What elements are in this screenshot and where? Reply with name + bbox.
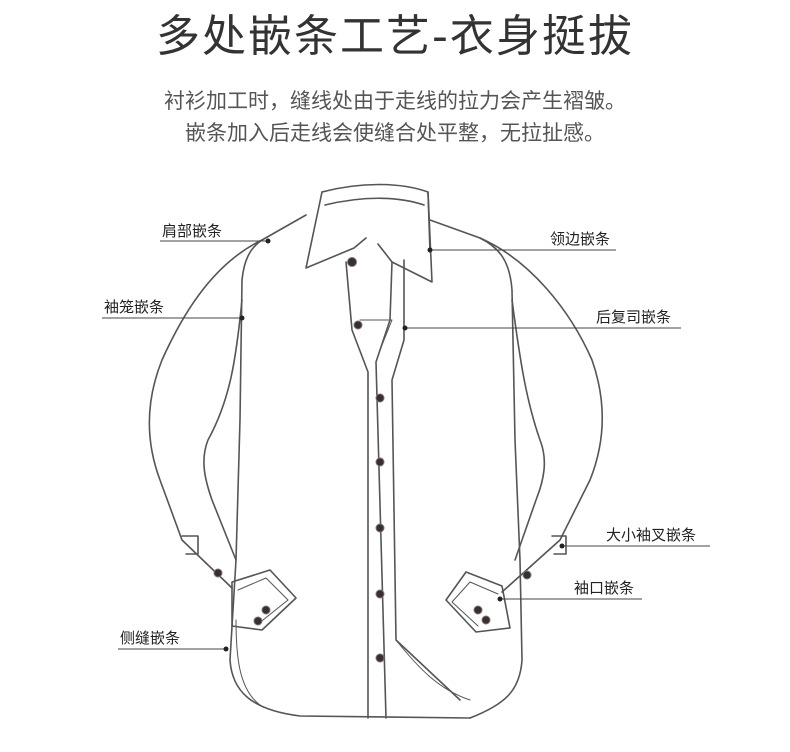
leader-lines <box>102 238 710 652</box>
leader-sleeve-placket-dot <box>559 543 565 549</box>
right-placket <box>551 535 567 555</box>
placket-right-edge <box>375 261 393 719</box>
button-3 <box>375 457 385 467</box>
left-placket <box>181 535 199 555</box>
front-right-edge <box>391 259 461 701</box>
left-sleeve-outer <box>148 239 263 589</box>
button-left-cuff-2 <box>253 616 263 626</box>
buttons <box>213 257 532 663</box>
label-back-yoke: 后复司嵌条 <box>596 308 671 326</box>
button-4 <box>375 523 385 533</box>
left-cuff <box>231 569 297 631</box>
leader-shoulder-dot <box>265 238 271 244</box>
button-left-cuff-placket <box>213 568 223 578</box>
button-2 <box>375 393 385 403</box>
collar-right <box>377 191 433 283</box>
body-left <box>229 214 471 719</box>
label-sleeve-cage: 袖笼嵌条 <box>104 298 164 316</box>
shirt-outline <box>148 183 604 719</box>
right-cuff-piping <box>451 581 499 627</box>
label-sleeve-placket: 大小袖叉嵌条 <box>606 526 696 544</box>
right-cuff <box>445 571 511 633</box>
button-6 <box>375 653 385 663</box>
button-left-cuff-1 <box>261 605 271 615</box>
left-cuff-piping <box>237 577 289 625</box>
button-right-cuff-2 <box>481 615 491 625</box>
button-right-cuff-1 <box>473 605 483 615</box>
placket-left-edge <box>345 261 369 719</box>
label-side-seam: 侧缝嵌条 <box>120 629 180 647</box>
label-cuff: 袖口嵌条 <box>574 579 634 597</box>
button-5 <box>375 589 385 599</box>
label-collar-edge: 领边嵌条 <box>550 230 610 248</box>
page-title: 多处嵌条工艺-衣身挺拔 <box>156 11 634 62</box>
subtitle-line-2: 嵌条加入后走线会使缝合处平整，无拉扯感。 <box>185 121 605 145</box>
right-sleeve-inner <box>511 299 546 561</box>
button-1 <box>353 320 363 330</box>
collar-left <box>305 191 367 269</box>
leader-sleeve-cage-dot <box>239 315 245 321</box>
hem-left-curve <box>235 619 261 706</box>
body-right <box>429 219 523 719</box>
button-collar <box>347 257 357 267</box>
leader-cuff-dot <box>497 596 503 602</box>
leader-back-yoke-dot <box>402 325 408 331</box>
collar-band-line <box>324 197 425 206</box>
neck-inner <box>359 319 393 351</box>
right-sleeve-outer <box>479 237 604 593</box>
subtitle-line-1: 衬衫加工时，缝线处由于走线的拉力会产生褶皱。 <box>164 89 626 113</box>
button-right-cuff-placket <box>522 570 532 580</box>
label-shoulder: 肩部嵌条 <box>162 222 222 240</box>
collar-back <box>321 183 431 253</box>
hem-front-curve <box>395 639 471 701</box>
left-sleeve-inner <box>203 299 243 561</box>
leader-side-seam-dot <box>223 646 229 652</box>
leader-collar-edge-dot <box>427 247 433 253</box>
